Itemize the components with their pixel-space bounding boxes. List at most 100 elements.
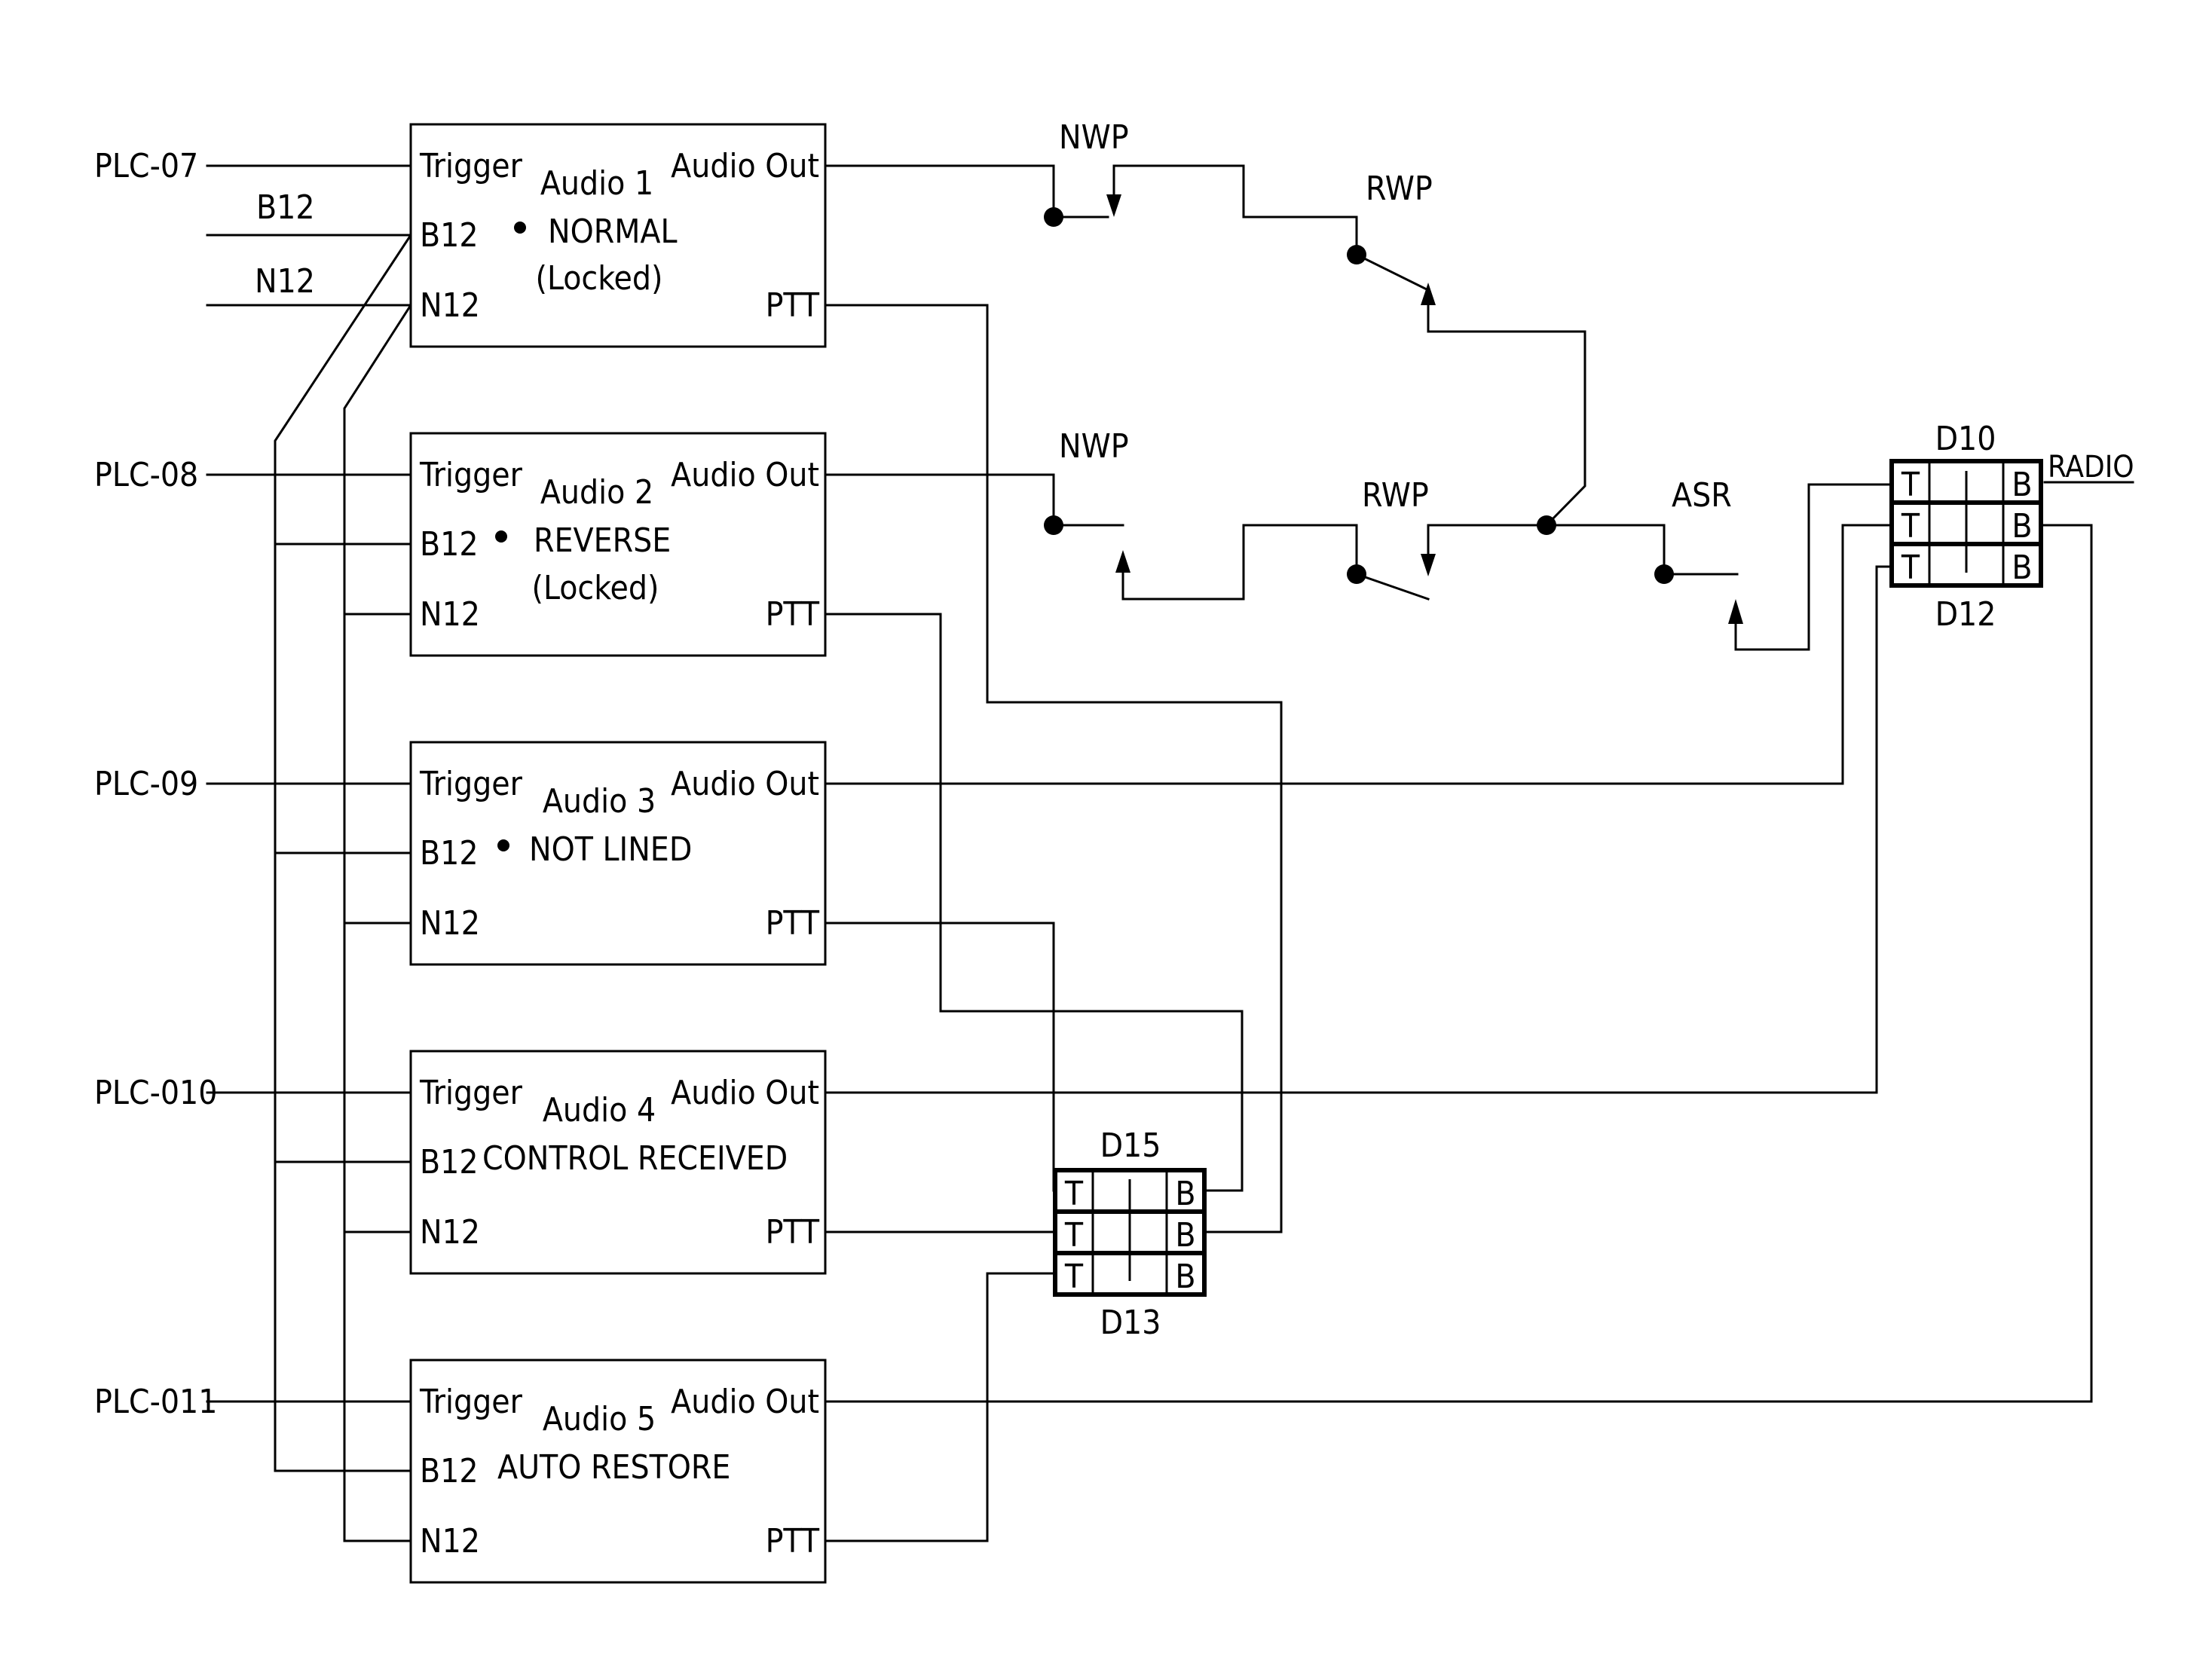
port-b12: B12	[420, 834, 479, 873]
module-line1: REVERSE	[534, 521, 671, 560]
module-title: Audio 3	[543, 782, 656, 821]
audio2-out-wire	[825, 475, 1123, 525]
terminal-cell-t: T	[1064, 1258, 1084, 1296]
contact-pivot-icon	[1044, 207, 1063, 227]
rwp-bottom-blade	[1357, 574, 1428, 599]
rwp-top-to-junction-wire	[1428, 305, 1585, 525]
plc-label-07: PLC-07	[94, 147, 198, 185]
audio4-out-wire	[825, 567, 1892, 1093]
audio-out-feeds	[825, 525, 2091, 1402]
port-b12: B12	[420, 216, 479, 255]
relay-label-rwp-bottom: RWP	[1362, 476, 1429, 515]
relay-label-nwp-top: NWP	[1059, 118, 1129, 157]
port-audio-out: Audio Out	[671, 765, 819, 803]
port-ptt: PTT	[766, 1522, 820, 1560]
module-line1: CONTROL RECEIVED	[482, 1139, 788, 1178]
port-trigger: Trigger	[419, 456, 523, 494]
port-b12: B12	[420, 1143, 479, 1181]
module-line2: (Locked)	[532, 569, 659, 607]
bus-label-b12: B12	[256, 188, 315, 227]
port-n12: N12	[420, 286, 480, 325]
bus-label-n12: N12	[255, 262, 315, 301]
plc-inputs: PLC-07 PLC-08 PLC-09 PLC-010 PLC-011	[94, 147, 411, 1421]
asr-to-d10-wire	[1736, 484, 1892, 650]
audio5-out-wire	[825, 525, 2091, 1402]
terminal-label-bottom: D13	[1100, 1304, 1161, 1342]
port-b12: B12	[420, 1452, 479, 1490]
port-trigger: Trigger	[419, 1074, 523, 1112]
audio3-out-wire	[825, 525, 1892, 784]
port-trigger: Trigger	[419, 765, 523, 803]
terminal-cell-t: T	[1901, 466, 1920, 504]
audio-module-5: Trigger B12 N12 Audio Out PTT Audio 5 AU…	[411, 1360, 825, 1582]
module-line1: AUTO RESTORE	[497, 1448, 730, 1487]
module-title: Audio 5	[543, 1400, 656, 1438]
audio-module-3: Trigger B12 N12 Audio Out PTT Audio 3 NO…	[411, 742, 825, 964]
arrow-up-icon	[1728, 599, 1743, 624]
port-audio-out: Audio Out	[671, 1074, 819, 1112]
port-n12: N12	[420, 595, 480, 634]
terminal-cell-b: B	[1175, 1175, 1195, 1213]
port-audio-out: Audio Out	[671, 147, 819, 185]
relay-label-rwp-top: RWP	[1366, 170, 1433, 208]
terminal-cell-b: B	[1175, 1216, 1195, 1255]
port-n12: N12	[420, 904, 480, 943]
module-line1: NOT LINED	[529, 830, 692, 869]
plc-label-011: PLC-011	[94, 1383, 217, 1421]
terminal-label-top: D15	[1100, 1126, 1161, 1165]
arrow-up-icon	[1115, 550, 1130, 573]
nwp-rwp-top-wire	[1114, 166, 1357, 255]
arrow-up-icon	[1421, 283, 1436, 305]
terminal-cell-b: B	[1175, 1258, 1195, 1296]
port-trigger: Trigger	[419, 1383, 523, 1421]
audio1-out-wire	[825, 166, 1108, 217]
port-ptt: PTT	[766, 904, 820, 943]
bullet-icon	[497, 839, 509, 851]
plc-label-08: PLC-08	[94, 456, 198, 494]
terminal-cell-b: B	[2012, 549, 2032, 587]
module-line2: (Locked)	[536, 259, 663, 298]
power-bus: B12 N12	[207, 188, 411, 1541]
junction-dot-icon	[1537, 515, 1556, 535]
port-ptt: PTT	[766, 595, 820, 634]
rwp-top-blade	[1357, 255, 1428, 290]
contact-pivot-icon	[1044, 515, 1063, 535]
terminal-cell-t: T	[1901, 507, 1920, 546]
terminal-block-d15: D15 D13 T B T B T B	[1055, 1126, 1204, 1342]
port-n12: N12	[420, 1213, 480, 1252]
module-line1: NORMAL	[548, 212, 678, 251]
bullet-icon	[514, 222, 526, 234]
relay-label-asr: ASR	[1672, 476, 1732, 515]
arrow-down-icon	[1421, 554, 1436, 576]
port-n12: N12	[420, 1522, 480, 1560]
audio-module-1: Trigger B12 N12 Audio Out PTT Audio 1 NO…	[411, 124, 825, 347]
port-ptt: PTT	[766, 1213, 820, 1252]
port-trigger: Trigger	[419, 147, 523, 185]
terminal-label-bottom: D12	[1935, 595, 1996, 634]
bullet-icon	[495, 530, 507, 543]
plc-label-010: PLC-010	[94, 1074, 217, 1112]
terminal-label-top: D10	[1935, 420, 1996, 458]
terminal-block-d10: D10 D12 RADIO T B T B T B	[1892, 420, 2134, 634]
audio5-ptt-wire	[825, 1273, 1055, 1541]
nwp-rwp-bottom-wire	[1123, 525, 1357, 599]
arrow-down-icon	[1106, 194, 1121, 217]
relay-network: NWP RWP NWP RWP ASR	[825, 118, 1892, 650]
module-title: Audio 4	[543, 1091, 656, 1129]
terminal-cell-b: B	[2012, 466, 2032, 504]
terminal-cell-b: B	[2012, 507, 2032, 546]
audio2-ptt-wire	[825, 614, 1242, 1191]
plc-label-09: PLC-09	[94, 765, 198, 803]
audio-module-4: Trigger B12 N12 Audio Out PTT Audio 4 CO…	[411, 1051, 825, 1273]
radio-label: RADIO	[2048, 450, 2134, 484]
module-title: Audio 2	[540, 473, 653, 512]
relay-label-nwp-bottom: NWP	[1059, 427, 1129, 466]
port-ptt: PTT	[766, 286, 820, 325]
audio-module-2: Trigger B12 N12 Audio Out PTT Audio 2 RE…	[411, 433, 825, 656]
module-title: Audio 1	[540, 164, 653, 203]
port-audio-out: Audio Out	[671, 1383, 819, 1421]
terminal-cell-t: T	[1064, 1216, 1084, 1255]
port-audio-out: Audio Out	[671, 456, 819, 494]
port-b12: B12	[420, 525, 479, 564]
